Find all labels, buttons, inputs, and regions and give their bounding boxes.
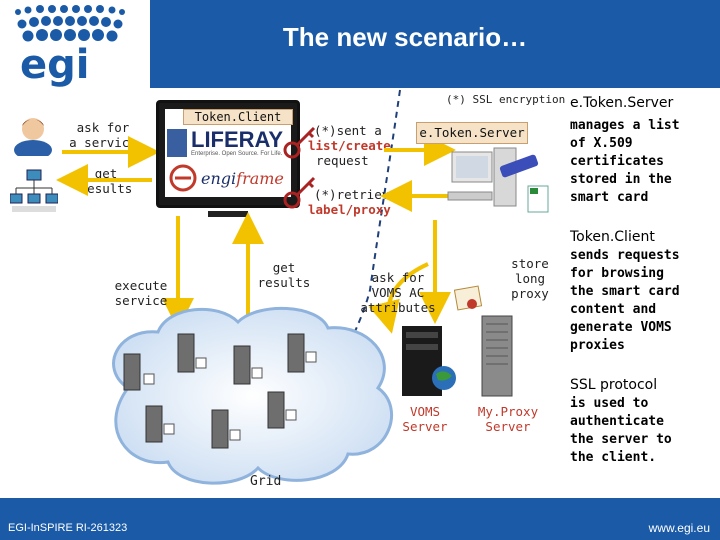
- panel-body-ssl: is used to authenticate the server to th…: [570, 396, 672, 465]
- client-server-arrows: [380, 134, 456, 212]
- footer-project-id: EGI-InSPIRE RI-261323: [8, 522, 128, 534]
- hierarchy-icon: [10, 169, 58, 212]
- retrieve-label: (*)retrieve label/proxy: [308, 187, 398, 217]
- sent-request-suffix: request: [316, 153, 369, 168]
- liferay-logo-icon: [167, 129, 187, 157]
- engine-name: engiframe: [201, 169, 284, 188]
- ssl-note: (*) SSL encryption: [446, 93, 566, 106]
- execute-service-label: execute service: [114, 278, 168, 308]
- footer-bar: [0, 498, 720, 540]
- engine-logo-icon: [169, 164, 197, 192]
- panel-body-server: manages a list of X.509 certificates sto…: [570, 118, 680, 205]
- client-screen: Token.Client LIFERAY Enterprise. Open So…: [165, 109, 293, 197]
- liferay-title: LIFERAY: [191, 127, 284, 152]
- ask-service-label: ask for a service: [69, 120, 137, 150]
- sent-request-label: (*)sent a list/create request: [308, 123, 398, 168]
- voms-server-label: VOMS Server: [402, 404, 448, 434]
- slide-title: The new scenario…: [282, 22, 528, 52]
- grid-label: Grid: [250, 474, 282, 489]
- panel-head-ssl: SSL protocol: [570, 377, 658, 393]
- right-panel: e.Token.Server manages a list of X.509 c…: [570, 95, 718, 467]
- retrieve-prefix: (*)retrieve: [314, 187, 397, 202]
- liferay-subtitle: Enterprise. Open Source. For Life.: [191, 151, 283, 157]
- key-icon-2: [283, 176, 316, 209]
- egi-logo: egi: [15, 5, 125, 88]
- panel-head-client: Token.Client: [570, 229, 655, 245]
- server-computer-icon: [447, 147, 549, 213]
- user-arrows: [56, 136, 156, 196]
- vertical-arrows: [162, 212, 451, 334]
- client-monitor: Token.Client LIFERAY Enterprise. Open So…: [156, 100, 300, 208]
- logo-area: egi: [0, 0, 150, 88]
- footer-website[interactable]: www.egi.eu: [648, 521, 710, 535]
- myproxy-server-icon: [481, 315, 513, 397]
- panel-item-server: e.Token.Server manages a list of X.509 c…: [570, 95, 718, 207]
- grid-cloud: [112, 306, 394, 485]
- store-proxy-label: store long proxy: [511, 256, 549, 301]
- monitor-stand: [208, 211, 248, 217]
- server-label: e.Token.Server: [416, 122, 528, 144]
- token-client-label: Token.Client: [183, 109, 293, 125]
- user-icon: [14, 118, 52, 156]
- logo-text: egi: [20, 42, 89, 88]
- sent-request-red: list/create: [308, 138, 391, 153]
- retrieve-red: label/proxy: [308, 202, 391, 217]
- panel-head-server: e.Token.Server: [570, 95, 674, 111]
- get-results-grid-label: get results: [257, 260, 311, 290]
- key-icon: [283, 126, 316, 159]
- panel-body-client: sends requests for browsing the smart ca…: [570, 248, 680, 353]
- get-results-user-label: get results: [79, 166, 133, 196]
- panel-item-ssl: SSL protocol is used to authenticate the…: [570, 377, 718, 467]
- voms-server-icon: [402, 326, 456, 396]
- sent-request-prefix: (*)sent a: [314, 123, 382, 138]
- ask-voms-label: ask for VOMS AC attributes: [360, 270, 436, 315]
- certificate-icon: [454, 285, 483, 311]
- panel-item-client: Token.Client sends requests for browsing…: [570, 229, 718, 355]
- engine-name-suffix: frame: [236, 169, 284, 188]
- myproxy-server-label: My.Proxy Server: [477, 404, 539, 434]
- engine-name-main: engi: [201, 169, 237, 188]
